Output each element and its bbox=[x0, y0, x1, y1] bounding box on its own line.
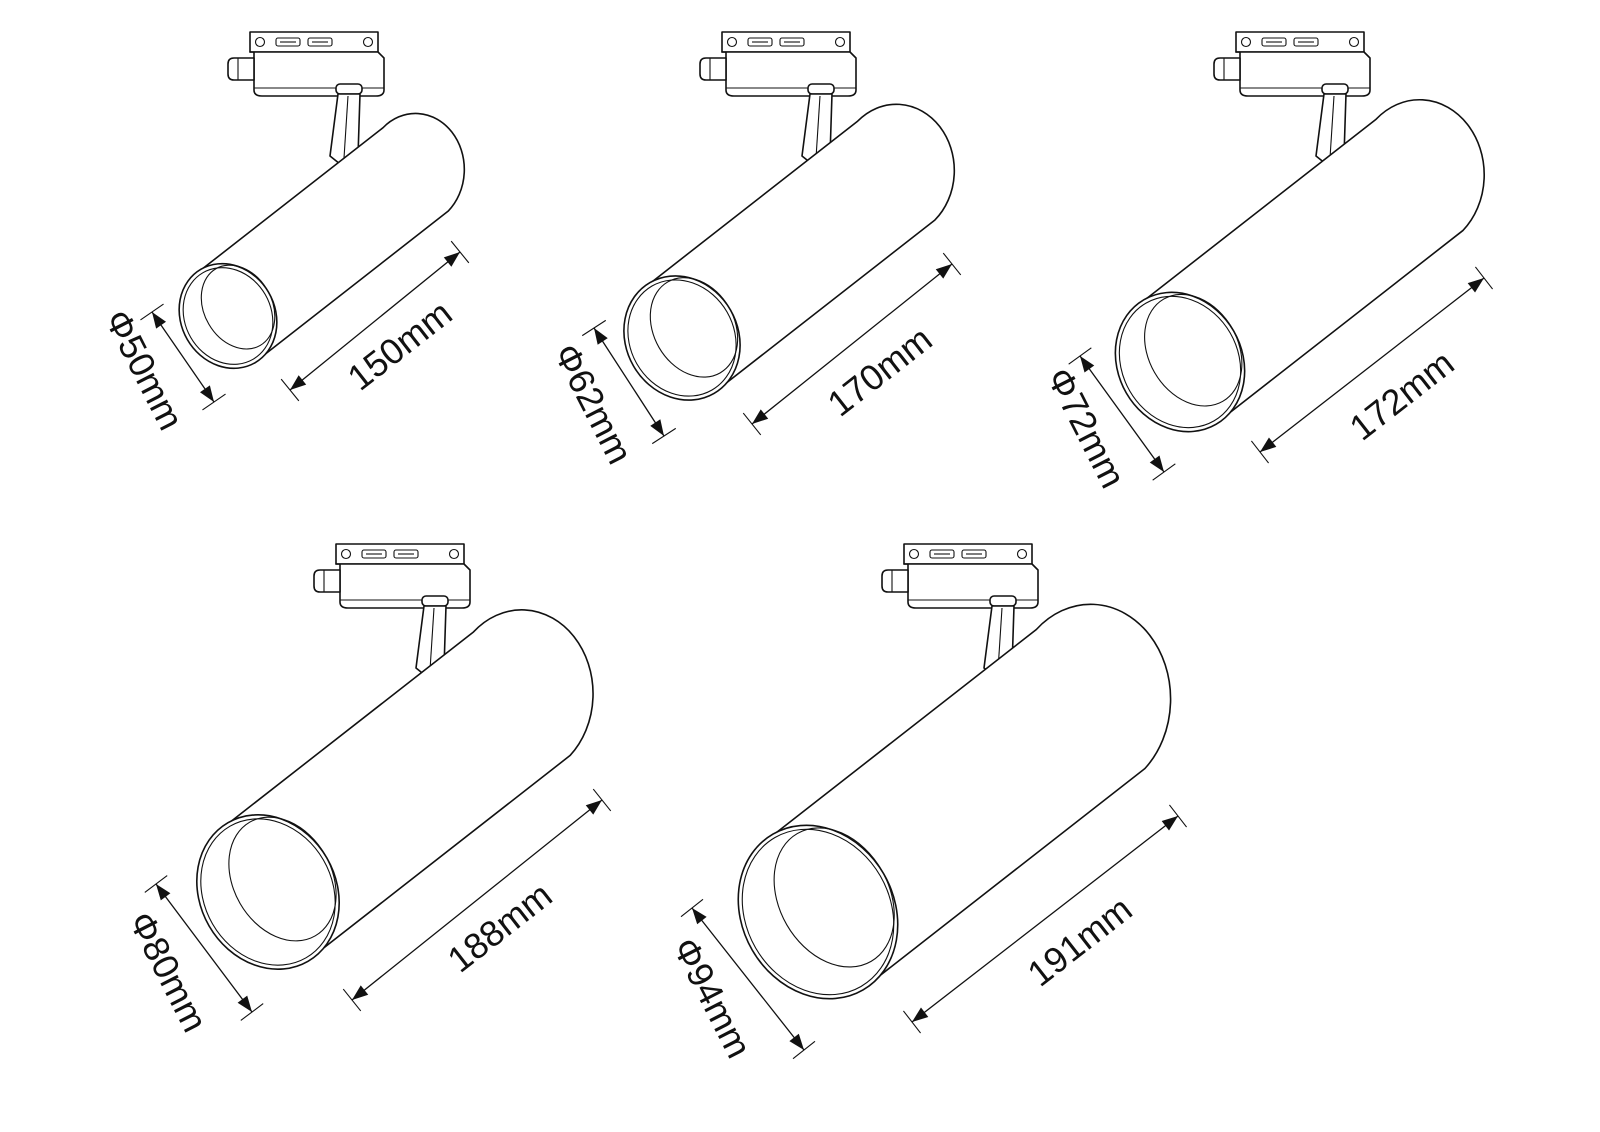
diameter-1-dimension-line bbox=[151, 311, 215, 403]
diameter-3-arrow-end bbox=[1149, 455, 1164, 472]
diameter-1-arrow-end bbox=[199, 385, 214, 402]
spotlight-3 bbox=[1068, 31, 1494, 481]
diameter-5-dimension-line bbox=[691, 907, 805, 1051]
spotlight-1 bbox=[140, 31, 470, 411]
diameter-4-arrow-start bbox=[156, 884, 171, 901]
reflector-2 bbox=[649, 277, 739, 378]
front-rim-inner-4 bbox=[200, 818, 336, 966]
diameter-3-dimension-line bbox=[1079, 355, 1165, 473]
front-rim-inner-3 bbox=[1118, 295, 1242, 429]
spotlight-4 bbox=[144, 543, 612, 1021]
length-2-arrow-end bbox=[935, 264, 952, 279]
front-rim-inner-5 bbox=[741, 828, 895, 996]
front-rim-inner-2 bbox=[627, 279, 737, 397]
diameter-2-dimension-line bbox=[593, 327, 665, 437]
length-1-arrow-end bbox=[443, 252, 460, 267]
diameter-2-arrow-start bbox=[594, 328, 608, 345]
diameter-3-arrow-start bbox=[1080, 356, 1095, 373]
reflector-4 bbox=[228, 816, 337, 942]
diameter-2-arrow-end bbox=[650, 419, 664, 436]
diameter-5-arrow-end bbox=[789, 1033, 804, 1050]
diameter-4-arrow-end bbox=[237, 995, 252, 1012]
front-rim-inner-1 bbox=[182, 267, 274, 365]
length-1-arrow-start bbox=[290, 375, 307, 390]
length-3-arrow-start bbox=[1260, 437, 1277, 452]
length-4-arrow-start bbox=[352, 985, 369, 1000]
length-5-dimension-line bbox=[911, 815, 1179, 1023]
length-4-arrow-end bbox=[585, 800, 602, 815]
track-adapter-1 bbox=[227, 31, 385, 165]
length-2-dimension-line bbox=[751, 263, 953, 425]
length-3-dimension-line bbox=[1259, 277, 1485, 453]
diameter-4-dimension-line bbox=[155, 883, 253, 1013]
reflector-5 bbox=[773, 827, 895, 968]
spotlight-5 bbox=[680, 543, 1188, 1060]
length-2-arrow-start bbox=[752, 409, 769, 424]
length-1-dimension-line bbox=[289, 251, 461, 391]
spotlight-2 bbox=[581, 31, 962, 445]
reflector-3 bbox=[1144, 293, 1243, 407]
diameter-1-arrow-start bbox=[152, 312, 167, 329]
diameter-5-arrow-start bbox=[692, 908, 707, 925]
length-5-arrow-end bbox=[1161, 816, 1178, 831]
reflector-1 bbox=[200, 264, 276, 350]
length-3-arrow-end bbox=[1467, 278, 1484, 293]
length-4-dimension-line bbox=[351, 799, 603, 1001]
length-5-arrow-start bbox=[912, 1007, 929, 1022]
